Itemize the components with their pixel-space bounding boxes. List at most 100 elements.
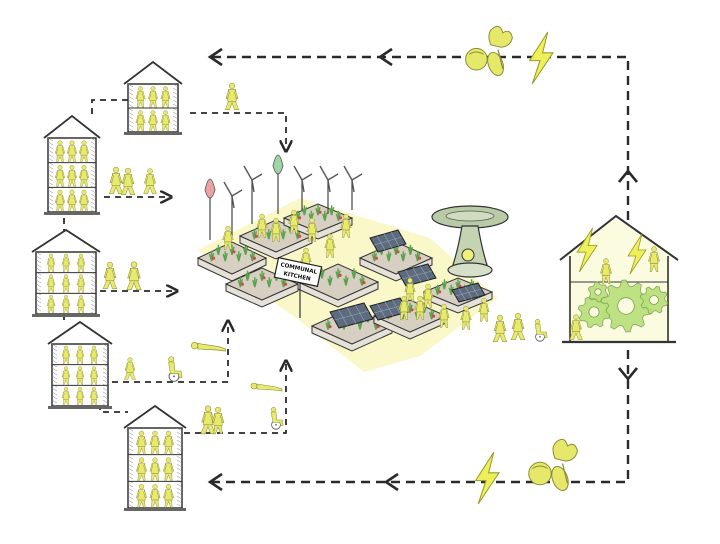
kitchen-sign-line2: KITCHEN xyxy=(283,271,311,283)
person-icon xyxy=(160,110,171,132)
gear-icon xyxy=(577,295,611,329)
person-icon xyxy=(149,484,161,508)
person-icon xyxy=(46,295,56,314)
person-icon xyxy=(75,345,85,364)
person-icon xyxy=(510,312,526,340)
gear-icon xyxy=(639,285,669,315)
person-icon xyxy=(149,430,161,455)
raised-garden-bed xyxy=(196,241,268,282)
person-icon xyxy=(160,86,171,108)
lightning-icon xyxy=(627,233,647,275)
wheelchair-icon xyxy=(534,318,548,342)
person-icon xyxy=(78,189,90,212)
person-icon xyxy=(136,484,147,508)
person-icon xyxy=(135,110,146,132)
person-icon xyxy=(324,233,336,258)
lightning-icon xyxy=(474,451,500,505)
person-icon xyxy=(124,357,136,380)
person-icon xyxy=(61,345,71,364)
person-icon xyxy=(102,261,118,289)
house-section-icon xyxy=(123,60,183,135)
produce-icon xyxy=(465,25,513,77)
person-icon xyxy=(148,86,158,108)
person-icon xyxy=(569,314,583,340)
person-icon xyxy=(61,295,71,314)
solar-panel-icon xyxy=(329,302,374,329)
person-icon xyxy=(78,140,90,163)
person-icon xyxy=(46,274,56,293)
person-icon xyxy=(250,382,283,392)
person-icon xyxy=(136,430,147,455)
person-icon xyxy=(224,82,240,110)
wind-turbine-icon xyxy=(272,154,284,214)
person-icon xyxy=(66,189,78,212)
person-icon xyxy=(648,246,660,272)
bottom-flow-line xyxy=(212,350,630,484)
person-icon xyxy=(422,283,434,308)
person-icon xyxy=(492,314,508,342)
person-icon xyxy=(76,253,86,272)
person-icon xyxy=(76,274,86,293)
person-icon xyxy=(270,217,282,242)
person-icon xyxy=(438,303,450,328)
solar-panel-icon xyxy=(451,282,486,303)
person-icon xyxy=(89,366,99,385)
person-icon xyxy=(61,387,71,406)
gear-icon xyxy=(599,279,653,333)
person-icon xyxy=(163,430,174,455)
person-icon xyxy=(61,366,71,385)
houses-group xyxy=(31,60,187,511)
person-icon xyxy=(54,165,66,187)
person-icon xyxy=(149,457,161,482)
person-icon xyxy=(190,341,226,352)
wind-turbine-icon xyxy=(293,165,313,210)
person-icon xyxy=(61,253,71,272)
residents-group xyxy=(102,82,284,435)
arrow-icon xyxy=(207,47,223,67)
person-icon xyxy=(89,387,99,406)
person-icon xyxy=(66,140,78,163)
person-icon xyxy=(306,217,318,242)
wind-turbine-icon xyxy=(223,181,243,236)
lightning-icon xyxy=(528,31,554,85)
person-icon xyxy=(288,209,300,234)
wheelchair-icon xyxy=(270,406,284,430)
person-icon xyxy=(61,274,71,293)
person-icon xyxy=(75,387,85,406)
gear-icon xyxy=(587,281,609,303)
person-icon xyxy=(478,297,490,322)
person-icon xyxy=(222,225,234,250)
lightning-icon xyxy=(576,227,598,273)
produce-icon xyxy=(528,438,579,492)
person-icon xyxy=(76,295,86,314)
person-icon xyxy=(340,213,352,238)
person-icon xyxy=(136,457,147,482)
outer-flow-arrowheads xyxy=(207,47,639,492)
person-icon xyxy=(75,366,85,385)
raised-garden-bed xyxy=(282,203,354,240)
energy-production-house xyxy=(559,214,679,344)
person-icon xyxy=(108,166,124,194)
solar-panel-icon xyxy=(369,297,409,321)
house-section-icon xyxy=(31,228,101,317)
person-icon xyxy=(163,457,174,482)
sculpture-tower xyxy=(431,205,509,278)
person-icon xyxy=(120,167,136,195)
person-icon xyxy=(414,295,426,320)
person-icon xyxy=(54,140,66,163)
person-icon xyxy=(54,189,66,212)
wheelchair-icon xyxy=(168,356,183,382)
arrow-icon xyxy=(207,472,223,492)
wind-turbine-icon xyxy=(319,165,339,214)
person-icon xyxy=(163,484,174,508)
person-icon xyxy=(66,165,78,187)
person-icon xyxy=(78,165,90,187)
person-icon xyxy=(126,261,142,291)
person-icon xyxy=(148,110,158,132)
produce-and-energy-icons xyxy=(465,25,579,505)
person-icon xyxy=(200,405,216,435)
